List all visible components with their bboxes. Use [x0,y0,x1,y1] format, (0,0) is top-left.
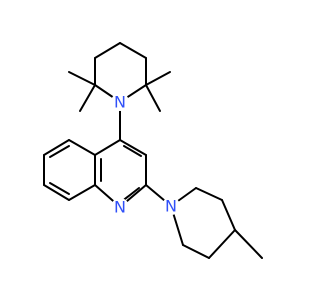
bond [221,199,236,231]
bond [208,229,236,259]
bond [145,84,161,112]
double-bond [123,145,142,157]
atom-label-bg [111,93,129,111]
bonds [43,42,263,259]
bond [182,244,210,259]
molecule-diagram: N N N [43,42,263,259]
atom-label-bg [111,198,129,216]
bond [68,71,96,86]
double-bond [49,182,70,195]
double-bond [49,145,70,158]
bond [234,229,263,259]
bond [94,139,121,156]
nitrogen-atom-label: N [165,197,177,216]
bond [43,139,70,156]
bond [68,139,96,156]
atom-label-bg [162,197,180,215]
bond [119,139,147,156]
bond [195,187,223,201]
atom-label-group: N N N [111,93,180,217]
bond [43,184,70,201]
bond [119,42,147,59]
bond [68,184,96,201]
bond [94,42,121,59]
nitrogen-atom-label: N [114,198,126,217]
bond [145,71,171,86]
bond [79,84,96,112]
nitrogen-atom-label: N [114,93,126,112]
